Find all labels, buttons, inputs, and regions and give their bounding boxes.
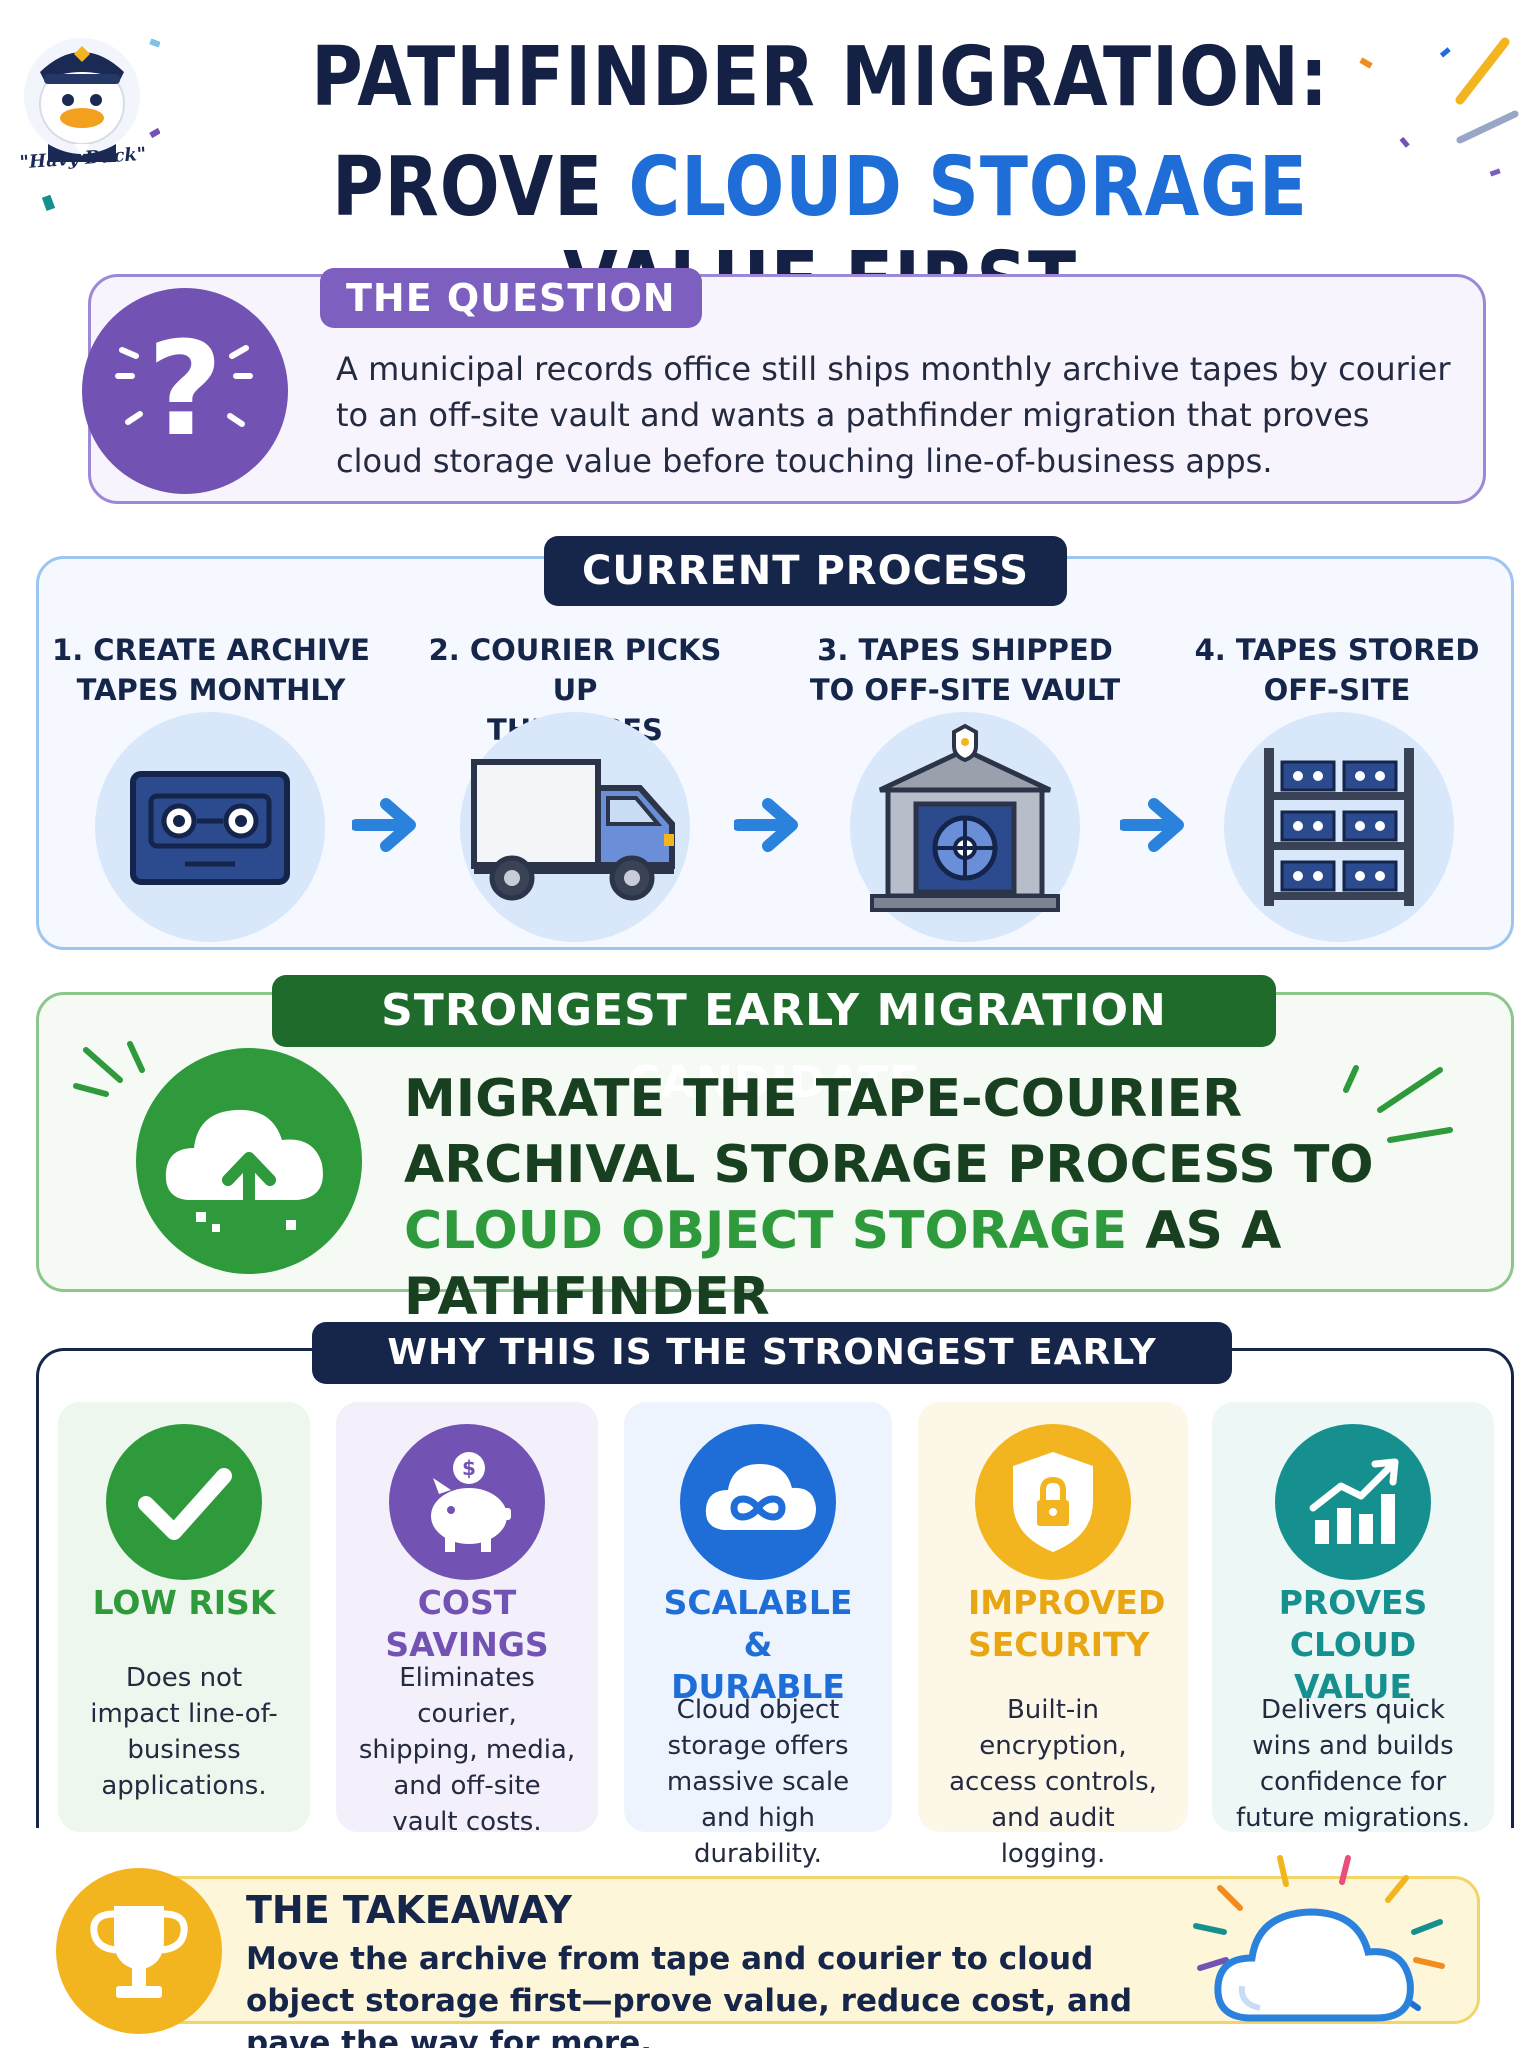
tape-cassette-icon [130, 771, 290, 885]
trophy-icon-circle [56, 1868, 222, 2034]
header: "Havy Duck" PATHFINDER MIGRATION: PROVE … [0, 0, 1536, 330]
arrow-right-icon [1120, 798, 1184, 852]
reason-card-cost-savings: $ COST SAVINGS Eliminates courier, shipp… [336, 1402, 598, 1837]
reason-title-improved-security: IMPROVED SECURITY [968, 1583, 1166, 1664]
checkmark-icon-circle [106, 1424, 262, 1580]
page-title-line1: PATHFINDER MIGRATION: [311, 30, 1329, 125]
arrow-right-icon [734, 798, 798, 852]
question-text: A municipal records office still ships m… [336, 350, 1451, 480]
svg-text:?: ? [147, 313, 222, 465]
process-step-4-line2: OFF-SITE [1263, 673, 1411, 707]
vault-icon [870, 723, 1060, 912]
title-prefix: PROVE [332, 140, 629, 235]
candidate-statement: MIGRATE THE TAPE-COURIER ARCHIVAL STORAG… [404, 1066, 1494, 1330]
reason-body-cost-savings: Eliminates courier, shipping, media, and… [358, 1663, 576, 1837]
cloud-infinity-icon [705, 1464, 816, 1530]
takeaway-text: Move the archive from tape and courier t… [246, 1941, 1133, 2048]
growth-chart-icon [1309, 1458, 1399, 1544]
duck-mascot-icon [24, 38, 140, 162]
sparkle-right-icon [1343, 1065, 1453, 1143]
piggy-bank-icon: $ [431, 1452, 511, 1552]
question-icon-circle: ? [82, 288, 288, 494]
reason-title-low-risk: LOW RISK [92, 1583, 276, 1622]
process-step-1-line2: TAPES MONTHLY [76, 673, 346, 707]
reason-card-improved-security: IMPROVED SECURITY Built-in encryption, a… [918, 1402, 1188, 1869]
shield-lock-icon-circle [975, 1424, 1131, 1580]
confetti-decoration-icon [1359, 37, 1519, 177]
candidate-line1: MIGRATE THE TAPE-COURIER [404, 1069, 1243, 1129]
piggy-bank-icon-circle: $ [389, 1424, 545, 1580]
process-step-1-label: 1. CREATE ARCHIVE TAPES MONTHLY [46, 630, 376, 710]
process-step-3-circle [850, 712, 1080, 942]
candidate-line3: CLOUD OBJECT STORAGE AS A PATHFINDER [404, 1198, 1494, 1330]
cloud-burst-icon [1193, 1855, 1445, 2022]
process-step-4-label: 4. TAPES STORED OFF-SITE [1172, 630, 1502, 710]
candidate-highlight: CLOUD OBJECT STORAGE [404, 1201, 1128, 1261]
process-step-2-circle [460, 712, 690, 942]
confetti-left-icon [41, 38, 160, 211]
process-step-1-line1: 1. CREATE ARCHIVE [52, 633, 370, 667]
process-step-3-line2: TO OFF-SITE VAULT [809, 673, 1121, 707]
reason-title-cost-savings: COST SAVINGS [385, 1583, 549, 1664]
reason-body-low-risk: Does not impact line-of-business applica… [90, 1663, 278, 1801]
process-step-3-line1: 3. TAPES SHIPPED [817, 633, 1113, 667]
candidate-line3-suffix: AS A PATHFINDER [404, 1201, 1282, 1327]
current-process-tag: CURRENT PROCESS [544, 536, 1068, 606]
trophy-icon [90, 1906, 188, 1998]
reason-body-improved-security: Built-in encryption, access controls, an… [949, 1695, 1157, 1869]
candidate-tag: STRONGEST EARLY MIGRATION CANDIDATE [272, 975, 1276, 1108]
reason-title-scalable-durable: SCALABLE & DURABLE [663, 1583, 853, 1706]
tape-shelf-icon [1264, 748, 1414, 906]
courier-truck-icon [471, 759, 675, 901]
sparkle-left-icon [73, 1041, 145, 1097]
title-highlight: CLOUD STORAGE [628, 140, 1308, 235]
why-tag: WHY THIS IS THE STRONGEST EARLY CANDIDAT… [312, 1322, 1232, 1435]
process-step-2-line1: 2. COURIER PICKS UP [428, 633, 722, 707]
checkmark-icon [138, 1468, 232, 1540]
reason-card-proves-cloud-value: PROVES CLOUD VALUE Delivers quick wins a… [1212, 1402, 1494, 1833]
shield-lock-icon [1013, 1452, 1093, 1552]
candidate-line2: ARCHIVAL STORAGE PROCESS TO [404, 1135, 1374, 1195]
reason-body-scalable-durable: Cloud object storage offers massive scal… [666, 1695, 850, 1869]
process-step-1-circle [95, 712, 325, 942]
process-step-4-line1: 4. TAPES STORED [1194, 633, 1480, 667]
reason-card-scalable-durable: SCALABLE & DURABLE Cloud object storage … [624, 1402, 892, 1869]
question-tag: THE QUESTION [320, 268, 702, 328]
question-mark-icon: ? [115, 313, 253, 465]
cloud-upload-icon [165, 1109, 323, 1232]
candidate-icon-circle [136, 1048, 362, 1274]
process-step-4-circle [1224, 712, 1454, 942]
process-step-3-label: 3. TAPES SHIPPED TO OFF-SITE VAULT [800, 630, 1130, 710]
cloud-infinity-icon-circle [680, 1424, 836, 1580]
svg-text:$: $ [462, 1456, 476, 1480]
reason-card-low-risk: LOW RISK Does not impact line-of-busines… [58, 1402, 310, 1832]
growth-chart-icon-circle [1275, 1424, 1431, 1580]
takeaway-title: THE TAKEAWAY [246, 1888, 572, 1932]
reason-title-proves-cloud-value: PROVES CLOUD VALUE [1278, 1583, 1428, 1706]
reason-body-proves-cloud-value: Delivers quick wins and builds confidenc… [1236, 1695, 1470, 1833]
arrow-right-icon [352, 798, 416, 852]
